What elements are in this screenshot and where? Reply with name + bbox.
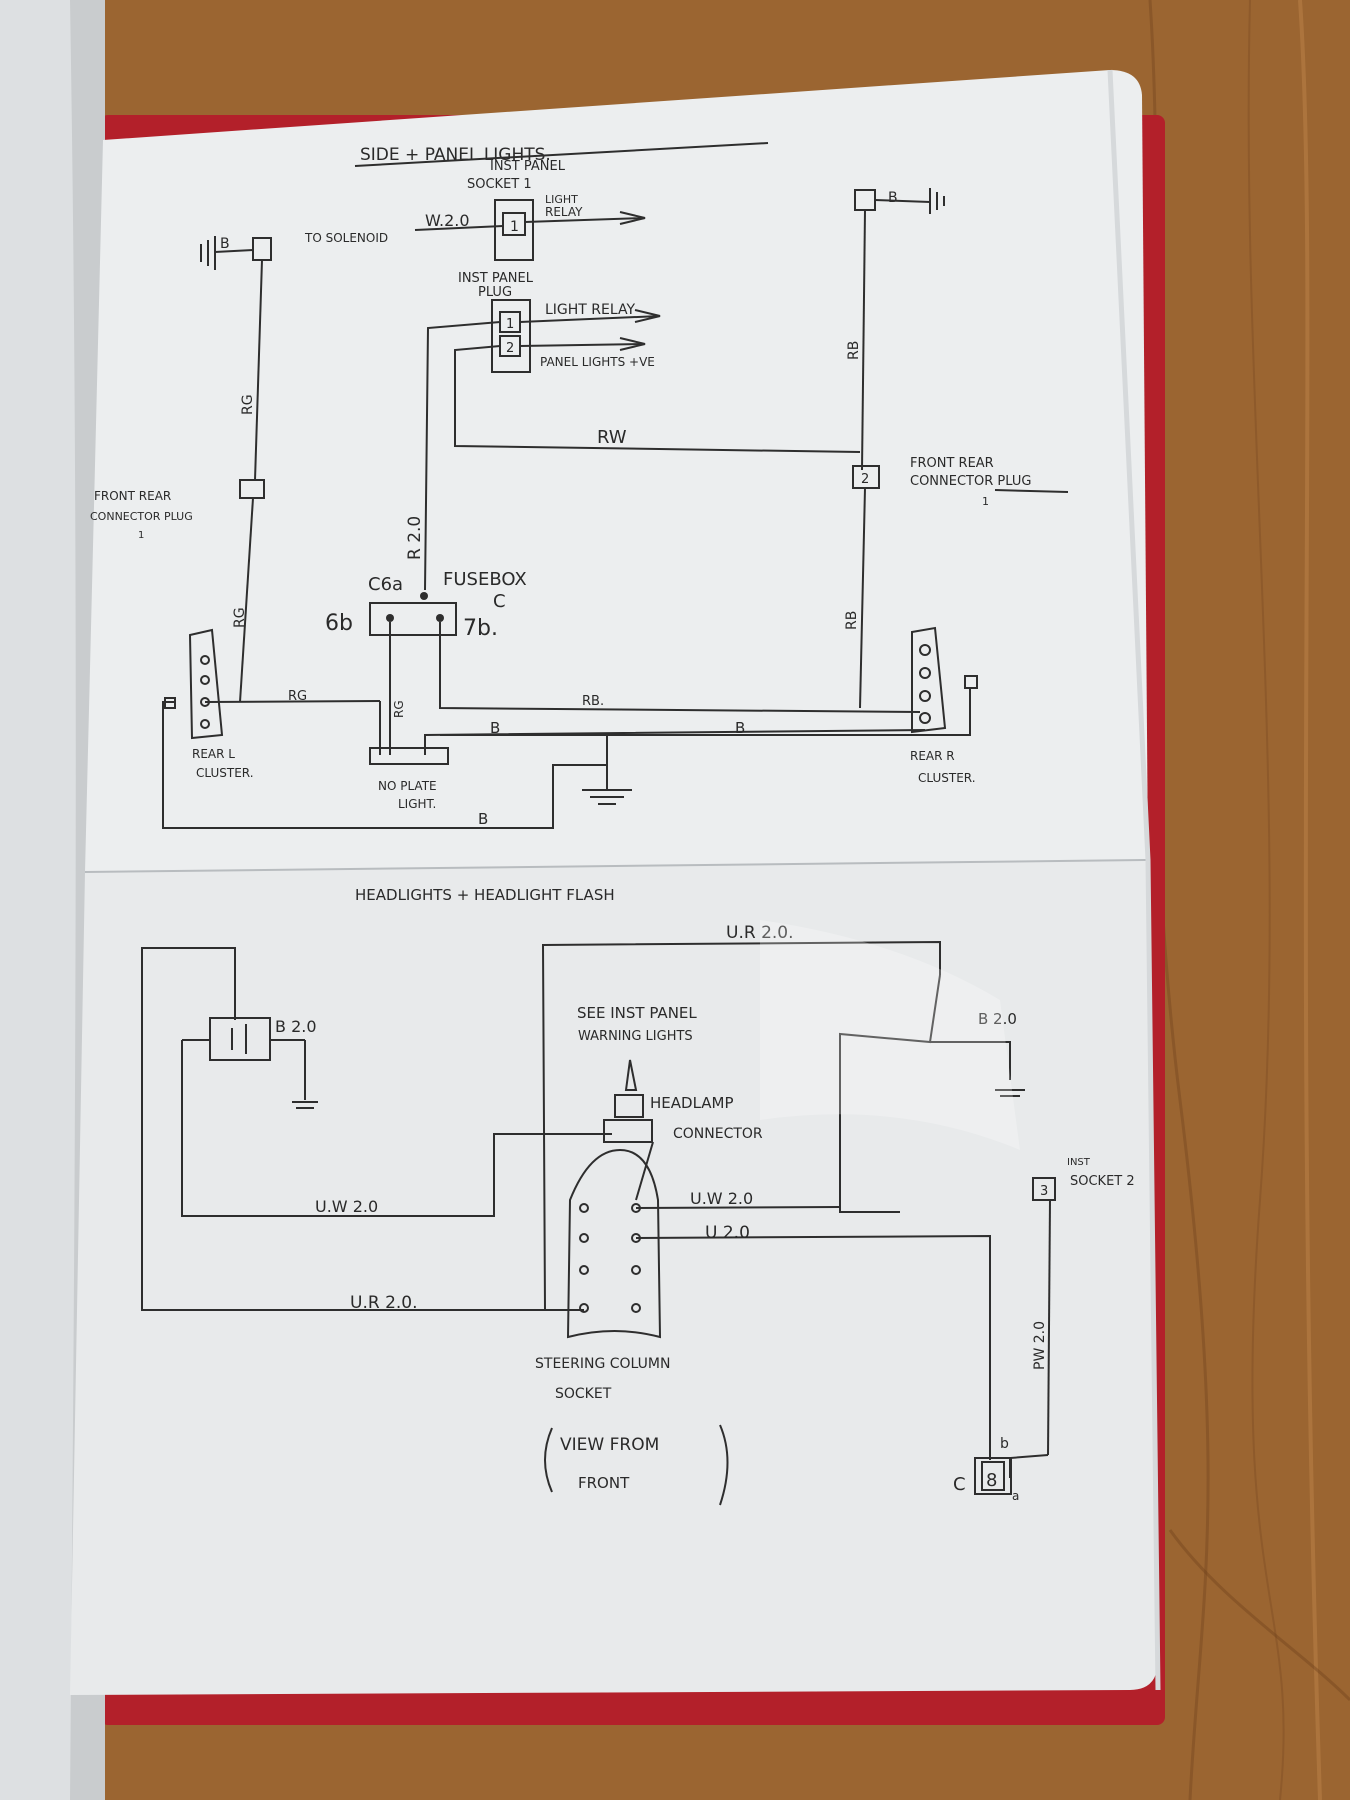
top-title: SIDE + PANEL LIGHTS. bbox=[360, 145, 551, 165]
c-label: C bbox=[493, 591, 506, 612]
glare bbox=[760, 920, 1020, 1150]
b20-right-label: B 2.0 bbox=[978, 1010, 1017, 1028]
headlamp-connector-2: CONNECTOR bbox=[673, 1126, 763, 1142]
svg-text:3: 3 bbox=[1040, 1184, 1048, 1199]
inst-socket2-pin3 bbox=[1032, 1177, 1056, 1201]
rg-bottom-label: RG bbox=[288, 689, 307, 704]
rb-right-lower-label: RB bbox=[844, 611, 860, 630]
steering-column-2: SOCKET bbox=[555, 1386, 612, 1402]
ur20-top-label: U.R 2.0. bbox=[726, 923, 794, 943]
headlamp-connector-1: HEADLAMP bbox=[650, 1094, 734, 1112]
svg-text:1: 1 bbox=[982, 495, 989, 508]
inst-panel-socket-1 bbox=[494, 199, 534, 261]
no-plate-light-1: NO PLATE bbox=[378, 779, 437, 793]
rear-r-cluster bbox=[911, 626, 947, 734]
no-plate-light bbox=[369, 747, 449, 765]
view-from-front-2: FRONT bbox=[578, 1474, 630, 1492]
lower-sheet bbox=[70, 860, 1158, 1695]
panel-lights-ve-label: PANEL LIGHTS +VE bbox=[540, 355, 655, 369]
rw-label: RW bbox=[597, 427, 627, 448]
front-rear-left-1: FRONT REAR bbox=[94, 489, 171, 503]
fusebox bbox=[369, 602, 457, 636]
rear-l-cluster bbox=[188, 628, 224, 740]
a8-label: a bbox=[1012, 1489, 1019, 1503]
b-mid1-label: B bbox=[490, 719, 500, 737]
front-rear-right-1: FRONT REAR bbox=[910, 456, 994, 471]
see-inst-panel-2: WARNING LIGHTS bbox=[578, 1029, 693, 1044]
ur20-bottom-label: U.R 2.0. bbox=[350, 1293, 418, 1313]
rb-upper-label: RB bbox=[846, 341, 862, 360]
headlights-diagram: HEADLIGHTS + HEADLIGHT FLASH U.R 2.0. B … bbox=[141, 886, 1135, 1506]
pw20-label: PW 2.0 bbox=[1032, 1321, 1048, 1370]
view-from-front-1: VIEW FROM bbox=[560, 1435, 659, 1455]
to-solenoid-label: TO SOLENOID bbox=[304, 231, 388, 245]
rb-bottom-label: RB. bbox=[582, 694, 604, 709]
inst-socket2-2: SOCKET 2 bbox=[1070, 1174, 1135, 1189]
upper-sheet bbox=[85, 70, 1148, 872]
rg-left-lower-label: RG bbox=[232, 607, 248, 628]
svg-text:2: 2 bbox=[506, 341, 514, 356]
front-rear-right-2: CONNECTOR PLUG bbox=[910, 474, 1031, 489]
headlamp-connector bbox=[603, 1119, 653, 1143]
inst-socket2-1: INST bbox=[1067, 1157, 1091, 1168]
w20-label: W.2.0 bbox=[425, 211, 470, 230]
bottom-title: HEADLIGHTS + HEADLIGHT FLASH bbox=[355, 886, 615, 904]
side-panel-lights-diagram: SIDE + PANEL LIGHTS. INST PANEL SOCKET 1… bbox=[90, 142, 1069, 829]
svg-text:2: 2 bbox=[861, 472, 869, 487]
light-relay-label-1a: LIGHT bbox=[545, 193, 578, 206]
inst-panel-socket-label-1: INST PANEL bbox=[490, 159, 566, 174]
steering-column-socket bbox=[566, 1148, 662, 1339]
inst-panel-plug-label-2: PLUG bbox=[478, 285, 512, 300]
u20-label: U 2.0 bbox=[705, 1223, 750, 1243]
pin-8-connector bbox=[974, 1457, 1012, 1495]
c6a-label: C6a bbox=[368, 574, 403, 595]
see-inst-panel-1: SEE INST PANEL bbox=[577, 1004, 697, 1022]
rg-upper-label: RG bbox=[240, 394, 256, 415]
rear-l-cluster-1: REAR L bbox=[192, 747, 235, 761]
steering-column-1: STEERING COLUMN bbox=[535, 1356, 670, 1372]
b8-label: b bbox=[1000, 1436, 1009, 1452]
b-right-label: B bbox=[888, 190, 898, 206]
rear-r-cluster-2: CLUSTER. bbox=[918, 771, 976, 785]
rg-vertical-label: RG bbox=[392, 700, 406, 718]
rear-l-cluster-2: CLUSTER. bbox=[196, 766, 254, 780]
uw20-left-label: U.W 2.0 bbox=[315, 1197, 378, 1216]
b20-left-label: B 2.0 bbox=[275, 1017, 317, 1036]
no-plate-light-2: LIGHT. bbox=[398, 797, 436, 811]
fusebox-label: FUSEBOX bbox=[443, 569, 527, 590]
rear-r-cluster-1: REAR R bbox=[910, 749, 955, 763]
r20-label: R 2.0 bbox=[405, 516, 425, 560]
connector-pin-2 bbox=[852, 465, 880, 489]
uw20-right-label: U.W 2.0 bbox=[690, 1189, 753, 1208]
b6-label: 6b bbox=[325, 611, 353, 636]
inst-panel-plug bbox=[491, 299, 531, 373]
inst-panel-plug-label-1: INST PANEL bbox=[458, 271, 534, 286]
b-mid2-label: B bbox=[735, 719, 745, 737]
light-relay-label-2: LIGHT RELAY bbox=[545, 302, 635, 318]
front-rear-left-2: CONNECTOR PLUG bbox=[90, 510, 193, 523]
inst-panel-socket-label-2: SOCKET 1 bbox=[467, 177, 532, 192]
b-bottom-label: B bbox=[478, 810, 488, 828]
b7-label: 7b. bbox=[463, 616, 498, 641]
svg-text:1: 1 bbox=[138, 530, 144, 541]
svg-text:1: 1 bbox=[510, 219, 519, 235]
b-left-label: B bbox=[220, 236, 230, 252]
svg-text:8: 8 bbox=[986, 1470, 997, 1491]
c8-label: C bbox=[953, 1474, 966, 1495]
svg-text:1: 1 bbox=[506, 317, 514, 332]
light-relay-label-1b: RELAY bbox=[545, 205, 583, 219]
